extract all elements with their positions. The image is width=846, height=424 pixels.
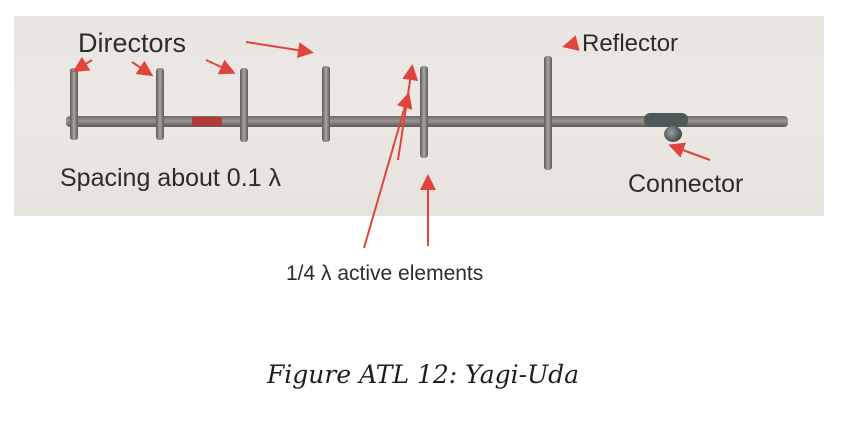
connector-label: Connector	[628, 170, 744, 198]
arrow-directors-4	[245, 41, 314, 59]
director-element-3	[240, 68, 248, 142]
spacing-label: Spacing about 0.1 λ	[60, 164, 281, 192]
director-element-1	[70, 68, 78, 140]
arrow-directors-2	[131, 60, 154, 77]
arrow-directors-1	[72, 56, 93, 73]
arrow-directors-3	[205, 59, 236, 75]
boom-red-tag	[192, 117, 222, 126]
arrow-active-1	[363, 92, 413, 249]
connector-nut	[664, 126, 682, 142]
antenna-photo	[14, 16, 824, 216]
arrow-reflector	[562, 35, 580, 51]
connector-plate	[644, 113, 688, 127]
director-element-2	[156, 68, 164, 140]
figure-caption: Figure ATL 12: Yagi-Uda	[266, 360, 580, 389]
arrow-spacing	[397, 64, 419, 161]
reflector-element	[544, 56, 552, 170]
reflector-label: Reflector	[582, 30, 679, 57]
directors-label: Directors	[78, 28, 187, 58]
active-element	[420, 66, 428, 158]
director-element-4	[322, 66, 330, 142]
active-elements-label: 1/4 λ active elements	[286, 262, 484, 285]
arrow-connector	[668, 142, 711, 161]
